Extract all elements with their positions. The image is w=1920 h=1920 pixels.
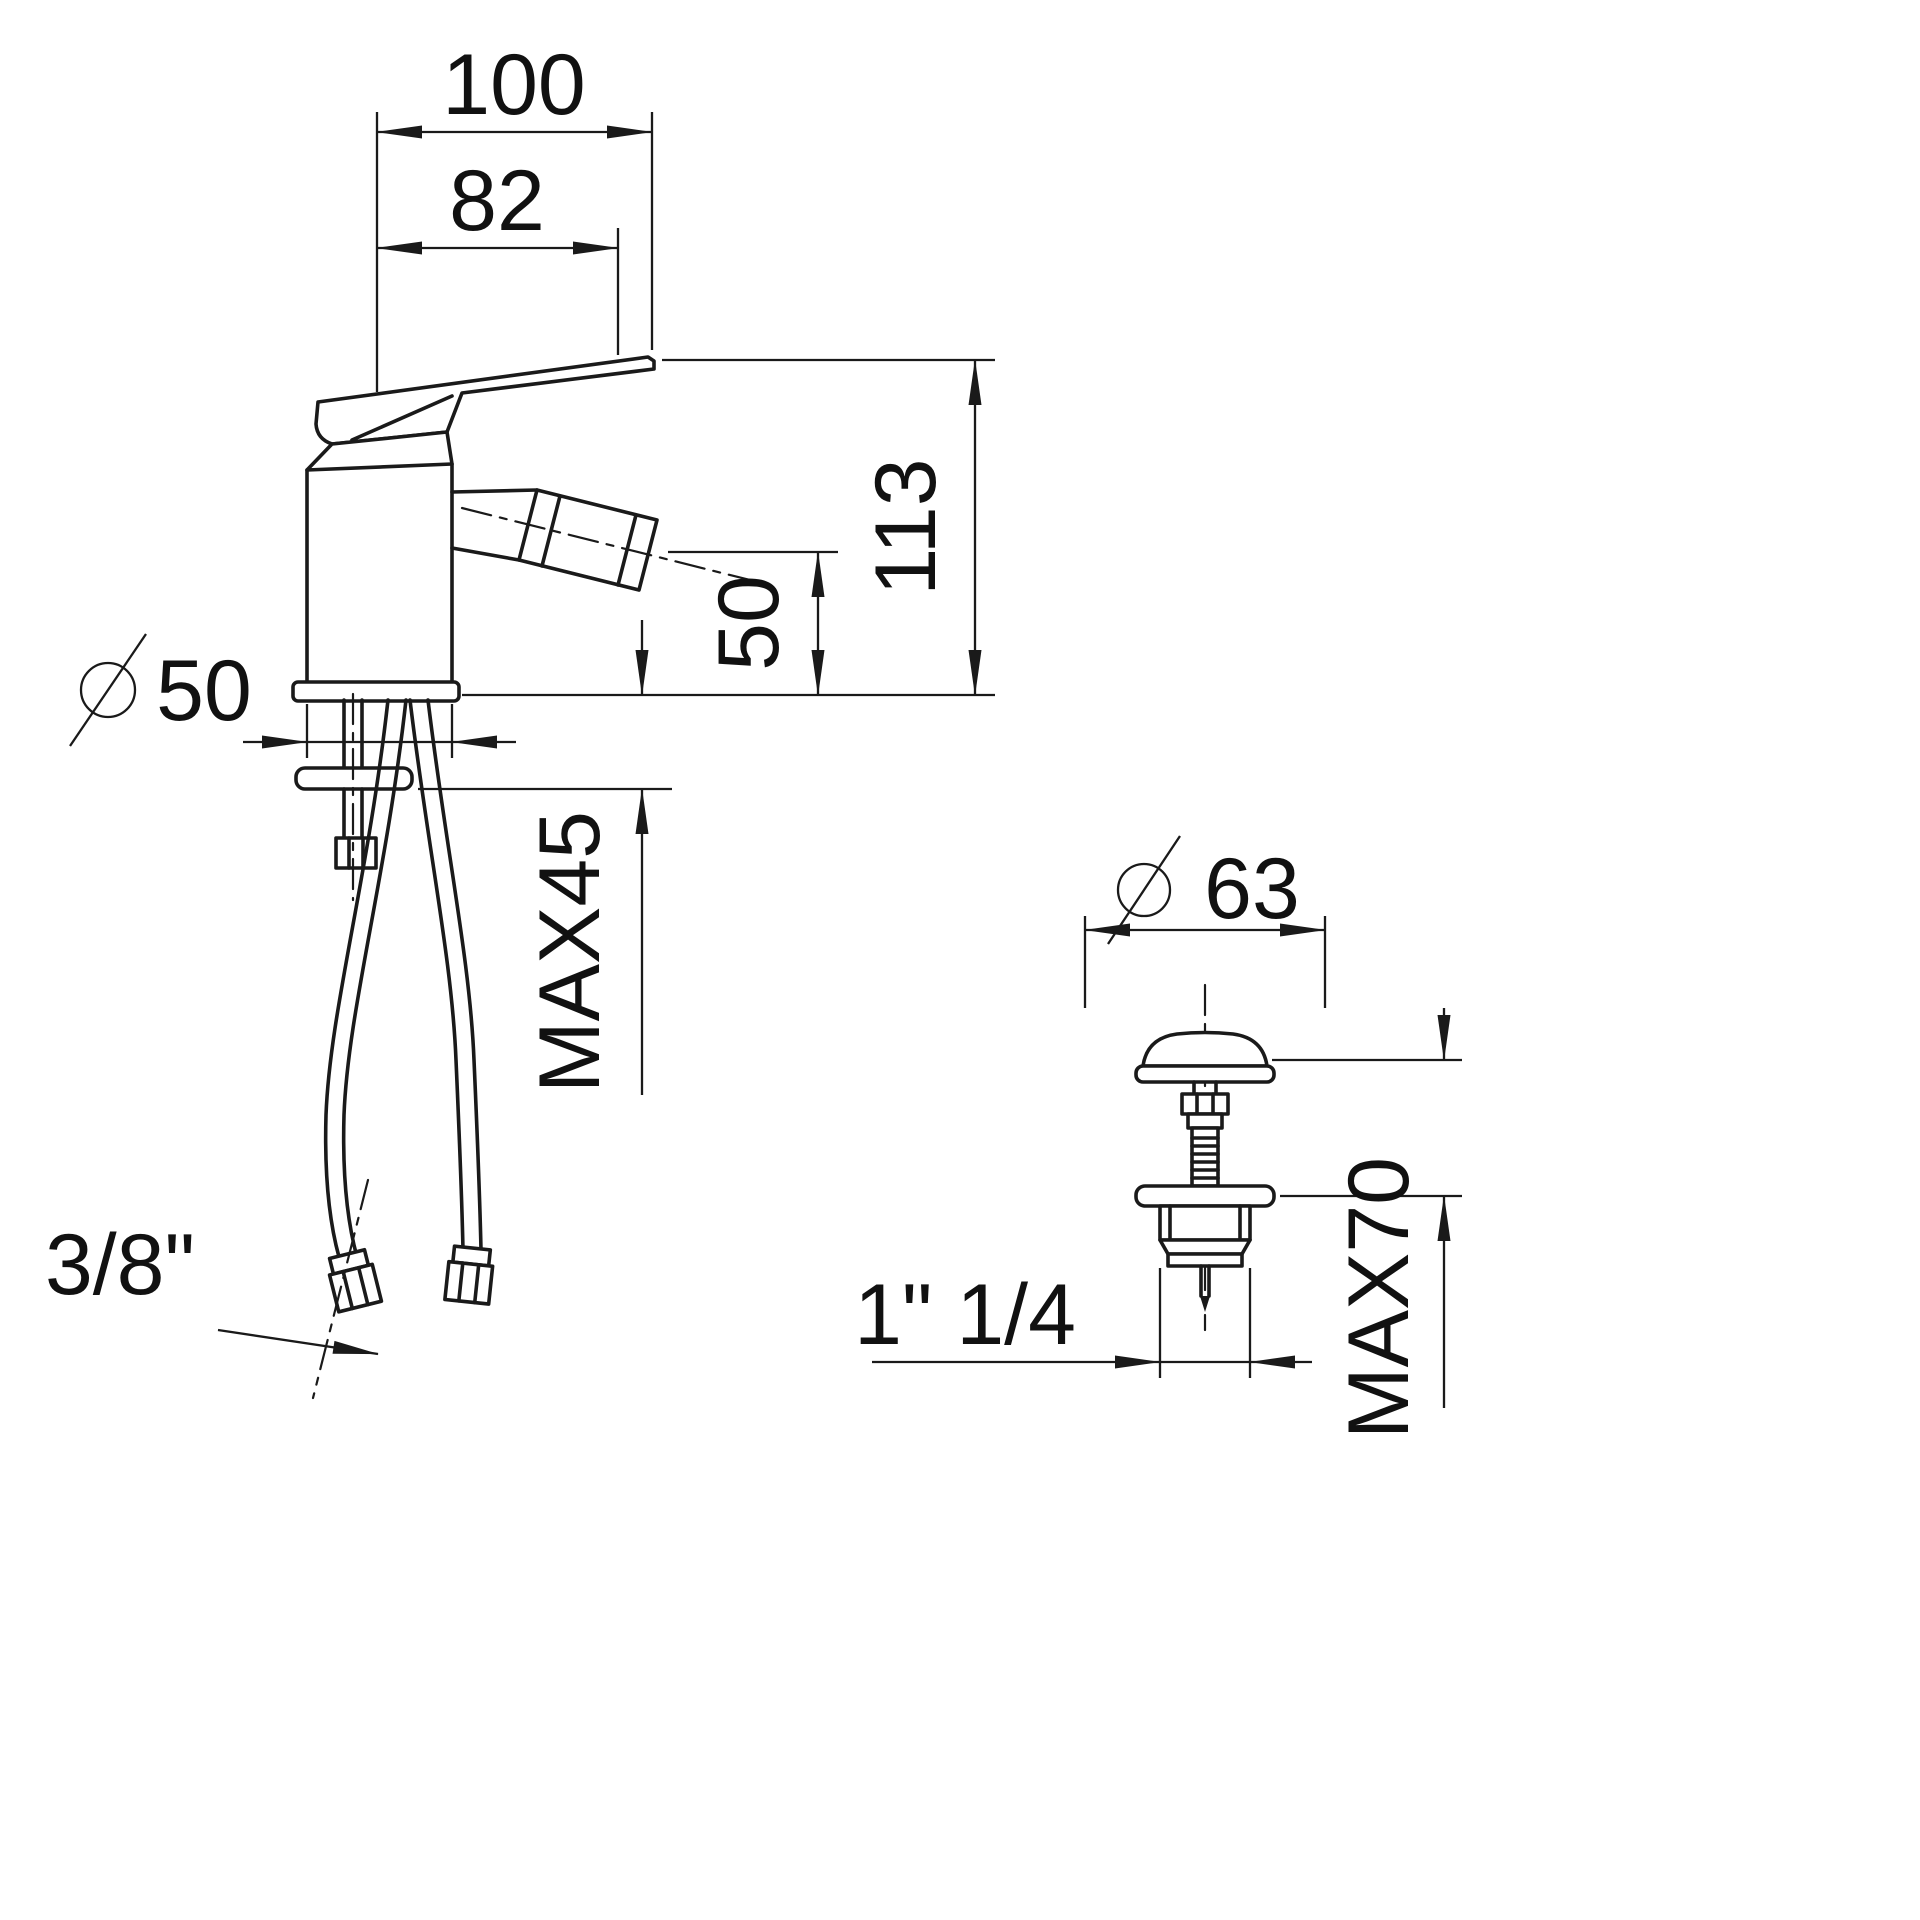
mixer-dimensions: 100 82 113 50 50 (45, 37, 995, 1356)
dim-body-diameter: 50 (69, 633, 516, 758)
waste-flange (1134, 1184, 1276, 1208)
dim-overall-width: 100 (375, 37, 654, 392)
dim-cap-diameter-label: 63 (1204, 841, 1300, 937)
dim-overall-width-label: 100 (442, 37, 586, 133)
dim-max-height: MAX70 (1272, 1008, 1462, 1439)
mixer-supply-hoses (311, 698, 495, 1400)
dim-hose-thread-label: 3/8" (45, 1217, 195, 1313)
aerator-centerline (460, 506, 760, 584)
dim-max-deck-label: MAX45 (522, 811, 618, 1093)
dim-body-diameter-label: 50 (156, 643, 252, 739)
bidet-mixer-view (291, 355, 760, 1400)
dim-waste-thread: 1" 1/4 (854, 1267, 1312, 1378)
waste-stem-mechanism (1180, 1080, 1230, 1188)
dim-spout-height-label: 50 (701, 575, 797, 671)
hose-fitting-right (443, 1244, 495, 1306)
hose-fitting-left (327, 1247, 384, 1314)
popup-waste-view (1134, 983, 1276, 1332)
dim-overall-height-label: 113 (858, 458, 954, 595)
waste-cap (1134, 1030, 1276, 1084)
diameter-symbol (69, 633, 147, 747)
waste-threaded-body (1158, 1204, 1252, 1268)
dim-spout-height: 50 (668, 550, 838, 696)
dim-overall-height: 113 (462, 358, 995, 697)
waste-dimensions: 63 MAX70 1" 1/4 (854, 835, 1462, 1439)
dim-spout-reach-label: 82 (449, 153, 545, 249)
waste-pin (1199, 1264, 1211, 1312)
dim-spout-reach: 82 (376, 153, 620, 355)
mixer-spout-aerator (450, 488, 760, 592)
dim-cap-diameter: 63 (1083, 835, 1327, 1008)
hose-fitting-centerline (311, 1178, 370, 1400)
fixing-nut (334, 836, 378, 870)
diameter-symbol (1107, 835, 1181, 945)
dim-max-deck-thickness: MAX45 (418, 620, 672, 1095)
dim-waste-thread-label: 1" 1/4 (854, 1267, 1076, 1363)
mixer-handle-lever (314, 355, 656, 446)
dim-max-height-label: MAX70 (1331, 1157, 1427, 1439)
mixer-base-flange (291, 680, 461, 703)
dim-hose-thread: 3/8" (45, 1217, 379, 1356)
mixer-body (305, 462, 454, 684)
